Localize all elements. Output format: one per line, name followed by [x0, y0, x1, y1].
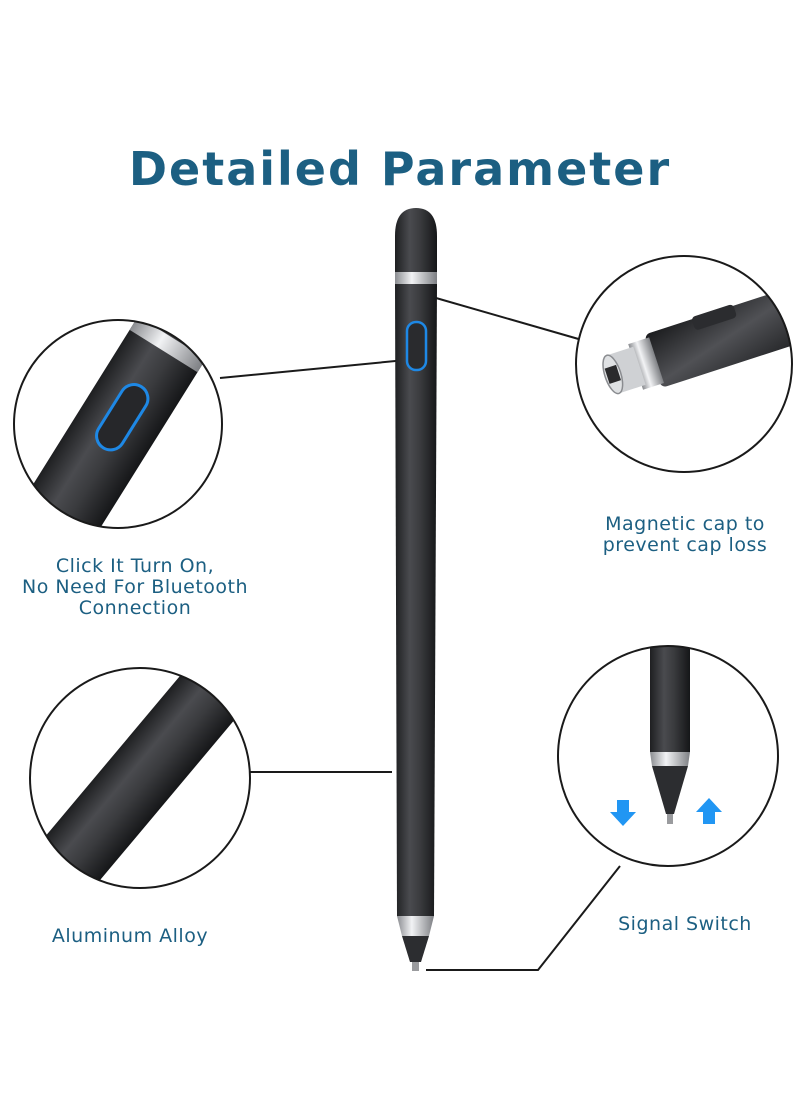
power-button — [405, 320, 428, 372]
caption-magnetic: Magnetic cap to prevent cap loss — [580, 514, 790, 556]
caption-power-line: Connection — [78, 597, 192, 619]
button-closeup — [95, 383, 150, 452]
caption-power-line: No Need For Bluetooth — [21, 576, 249, 598]
zoom-circle-magnetic — [575, 255, 793, 473]
caption-magnetic-line: Magnetic cap to — [605, 513, 765, 535]
zoom-circle-signal — [557, 645, 779, 867]
caption-alloy: Aluminum Alloy — [51, 925, 209, 947]
connector-lines — [219, 297, 621, 971]
connector-signal — [426, 865, 621, 971]
caption-power: Click It Turn On, No Need For Bluetooth … — [0, 556, 270, 619]
stylus-pen — [395, 208, 437, 971]
zoom-circle-alloy — [29, 667, 251, 889]
connector-magnetic — [435, 297, 583, 341]
zoom-circle-power — [13, 319, 223, 529]
caption-signal: Signal Switch — [618, 913, 752, 935]
connector-power — [219, 359, 407, 379]
caption-magnetic-line: prevent cap loss — [602, 534, 768, 556]
caption-power-line: Click It Turn On, — [55, 555, 215, 577]
page-title: Detailed Parameter — [128, 142, 672, 196]
arrow-up-icon — [696, 798, 722, 824]
arrow-down-icon — [610, 800, 636, 826]
